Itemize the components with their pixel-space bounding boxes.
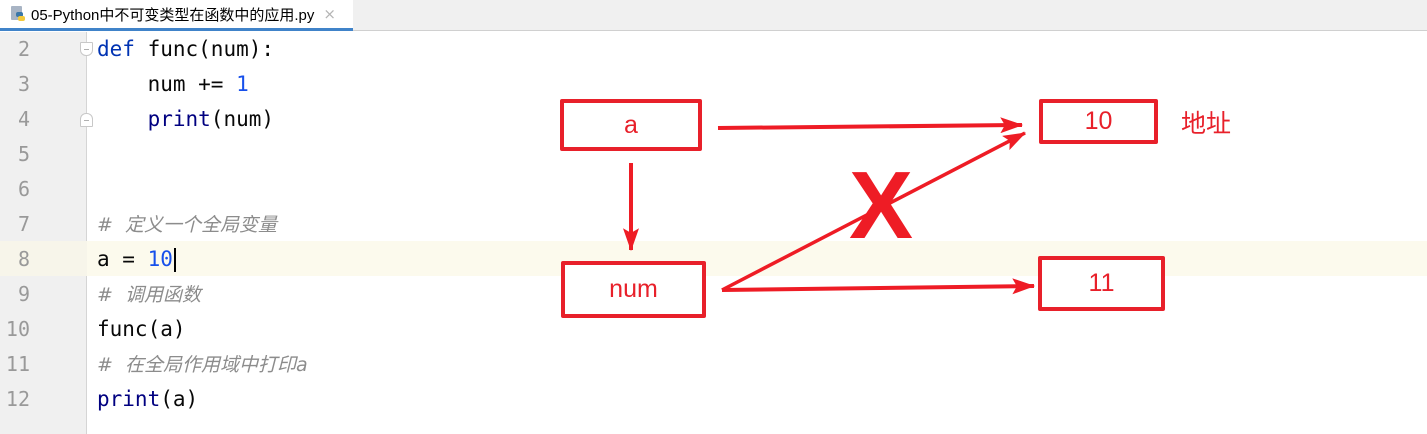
- code-text: (num): [210, 107, 275, 131]
- code-text: a =: [97, 247, 148, 271]
- keyword: def: [97, 37, 135, 61]
- comment: # 定义一个全局变量: [97, 214, 277, 236]
- editor-tab-bar: 05-Python中不可变类型在函数中的应用.py ×: [0, 0, 1427, 31]
- comment: # 在全局作用域中打印a: [97, 354, 308, 376]
- code-text: func(num):: [134, 37, 275, 61]
- code-line[interactable]: func(a): [97, 312, 186, 347]
- address-label: 地址: [1181, 109, 1232, 138]
- code-line[interactable]: def func(num):: [97, 32, 274, 67]
- code-line[interactable]: # 在全局作用域中打印a: [97, 347, 308, 382]
- line-number: 12: [5, 387, 30, 411]
- code-text: (a): [160, 387, 199, 411]
- text-caret: [173, 248, 176, 272]
- line-number: 10: [5, 317, 30, 341]
- python-file-icon: [10, 6, 26, 22]
- current-line-gutter-highlight: [0, 241, 87, 276]
- close-tab-icon[interactable]: ×: [323, 4, 336, 23]
- code-text: num +=: [97, 72, 237, 96]
- number-literal: 1: [236, 72, 249, 96]
- fold-collapse-icon[interactable]: [80, 42, 93, 56]
- code-line[interactable]: print(num): [97, 102, 274, 137]
- code-line[interactable]: # 定义一个全局变量: [97, 207, 277, 242]
- param-num-box: num: [561, 261, 706, 318]
- builtin-function: print: [147, 107, 211, 131]
- line-number: 7: [17, 212, 30, 236]
- code-text: [97, 107, 148, 131]
- line-number: 2: [17, 37, 30, 61]
- code-line[interactable]: num += 1: [97, 67, 249, 102]
- line-number: 4: [17, 107, 30, 131]
- value-11-box: 11: [1038, 256, 1165, 311]
- comment: # 调用函数: [97, 284, 201, 306]
- file-tab[interactable]: 05-Python中不可变类型在函数中的应用.py ×: [0, 0, 353, 31]
- value-10-box: 10: [1039, 99, 1158, 144]
- current-line-highlight: [0, 241, 1427, 276]
- code-line[interactable]: # 调用函数: [97, 277, 201, 312]
- line-number: 3: [17, 72, 30, 96]
- line-number: 8: [17, 247, 30, 271]
- file-tab-title: 05-Python中不可变类型在函数中的应用.py: [31, 6, 315, 24]
- number-literal: 10: [147, 247, 173, 271]
- arrow-a-to-10: [717, 117, 1024, 134]
- builtin-function: print: [97, 387, 161, 411]
- variable-a-box: a: [560, 99, 702, 151]
- line-number: 6: [17, 177, 30, 201]
- code-line-current[interactable]: a = 10: [97, 242, 176, 277]
- arrow-num-to-11: [721, 278, 1036, 295]
- invalid-cross-mark: X: [849, 152, 914, 259]
- line-number: 11: [5, 352, 30, 376]
- fold-end-icon[interactable]: [80, 113, 93, 127]
- line-number: 9: [17, 282, 30, 306]
- code-line[interactable]: print(a): [97, 382, 198, 417]
- code-text: func(a): [97, 317, 186, 341]
- line-number: 5: [17, 142, 30, 166]
- line-number-gutter: [0, 32, 87, 434]
